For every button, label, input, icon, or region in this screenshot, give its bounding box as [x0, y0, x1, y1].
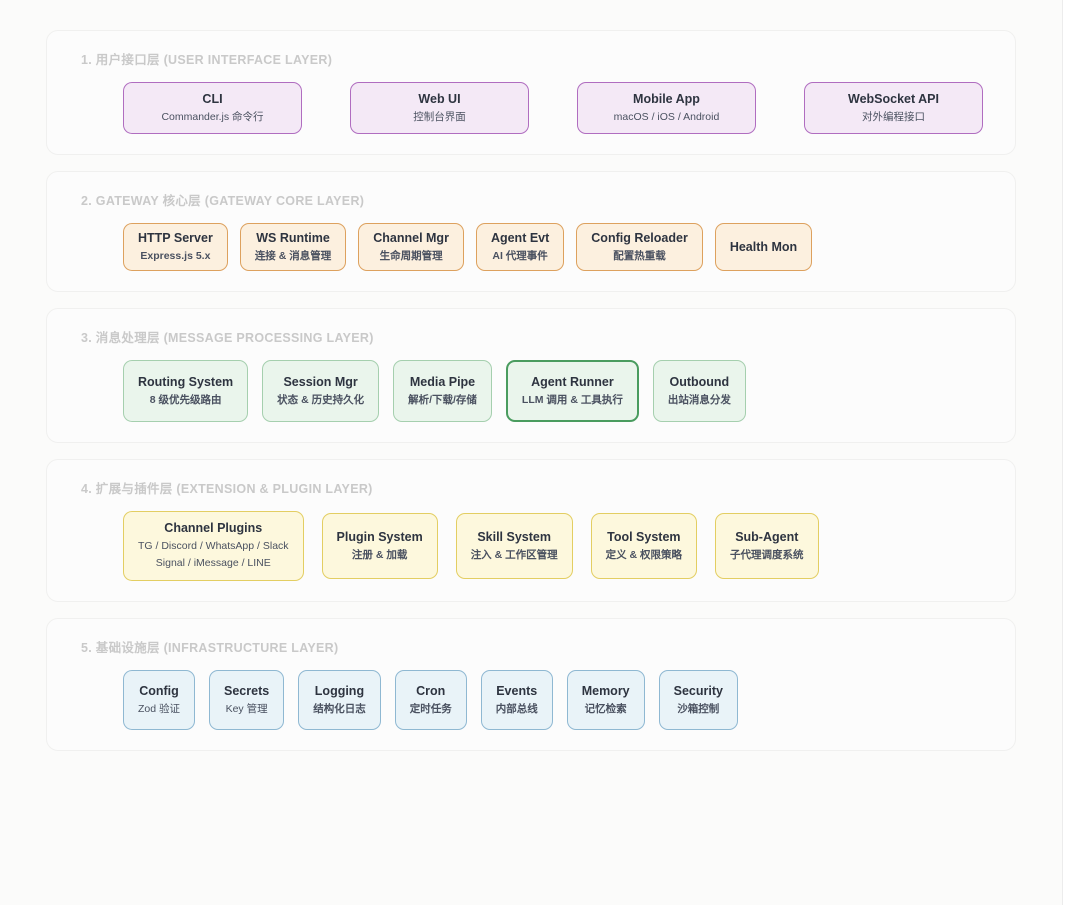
component-card-title: Cron: [416, 683, 446, 698]
component-card[interactable]: Sub-Agent 子代理调度系统: [715, 513, 819, 579]
component-card-subtitle: 状态 & 历史持久化: [277, 393, 365, 406]
component-card-title: WebSocket API: [848, 91, 939, 106]
component-card[interactable]: Session Mgr 状态 & 历史持久化: [262, 360, 380, 422]
component-card-subtitle: 出站消息分发: [667, 393, 731, 406]
component-card-subtitle: 注入 & 工作区管理: [470, 548, 558, 561]
component-card-subtitle: 对外编程接口: [862, 110, 925, 123]
component-card[interactable]: CLI Commander.js 命令行: [123, 82, 302, 134]
component-card-title: Media Pipe: [409, 374, 476, 389]
component-card-title: Health Mon: [729, 239, 798, 254]
component-card-title: Mobile App: [633, 91, 700, 106]
layer-title: 2. GATEWAY 核心层 (GATEWAY CORE LAYER): [81, 194, 365, 208]
component-card-subtitle-line2: Signal / iMessage / LINE: [155, 557, 271, 570]
component-card[interactable]: Config Reloader 配置热重载: [576, 223, 703, 271]
component-card-title: WS Runtime: [256, 230, 330, 245]
component-card[interactable]: Skill System 注入 & 工作区管理: [455, 513, 573, 579]
layer-card-row: CLI Commander.js 命令行 Web UI 控制台界面 Mobile App…: [67, 82, 995, 134]
layer-message-processing-layer: 3. 消息处理层 (MESSAGE PROCESSING LAYER) Routi…: [46, 308, 1016, 443]
component-card-title: CLI: [202, 91, 223, 106]
layer-card-row: Channel Plugins TG / Discord / WhatsApp /…: [67, 511, 995, 581]
component-card-subtitle: 子代理调度系统: [730, 548, 804, 561]
component-card[interactable]: WS Runtime 连接 & 消息管理: [239, 223, 347, 271]
component-card[interactable]: Channel Mgr 生命周期管理: [358, 223, 464, 271]
component-card-title: Channel Plugins: [164, 520, 263, 535]
component-card[interactable]: Routing System 8 级优先级路由: [123, 360, 249, 422]
component-card-title: Secrets: [224, 683, 270, 698]
component-card[interactable]: Health Mon: [714, 223, 813, 271]
component-card-subtitle: LLM 调用 & 工具执行: [521, 393, 623, 406]
component-card-title: Skill System: [477, 529, 551, 544]
component-card-subtitle: 注册 & 加载: [351, 548, 408, 561]
layer-title: 5. 基础设施层 (INFRASTRUCTURE LAYER): [81, 641, 339, 655]
component-card-title: Memory: [581, 683, 630, 698]
component-card[interactable]: Agent Evt AI 代理事件: [475, 223, 565, 271]
component-card-subtitle: 控制台界面: [413, 110, 466, 123]
component-card-title: Security: [673, 683, 723, 698]
component-card-subtitle: 配置热重载: [613, 249, 666, 262]
component-card-subtitle: 结构化日志: [313, 702, 366, 715]
component-card-subtitle: macOS / iOS / Android: [613, 110, 720, 123]
component-card-subtitle: 定义 & 权限策略: [605, 548, 683, 561]
component-card-title: Logging: [314, 683, 365, 698]
layer-title: 1. 用户接口层 (USER INTERFACE LAYER): [81, 53, 333, 67]
component-card-title: Agent Evt: [490, 230, 550, 245]
component-card-subtitle: Express.js 5.x: [140, 249, 211, 262]
layer-extension-plugin-layer: 4. 扩展与插件层 (EXTENSION & PLUGIN LAYER) Chan…: [46, 459, 1016, 602]
layer-user-interface-layer: 1. 用户接口层 (USER INTERFACE LAYER) CLI Comman…: [46, 30, 1016, 155]
component-card[interactable]: Media Pipe 解析/下载/存储: [393, 360, 492, 422]
component-card-title: Web UI: [418, 91, 461, 106]
component-card-title: Plugin System: [336, 529, 423, 544]
layer-card-row: Routing System 8 级优先级路由 Session Mgr 状态 & 历史…: [67, 360, 995, 422]
component-card-subtitle: 沙箱控制: [677, 702, 720, 715]
component-card-title: Agent Runner: [531, 374, 614, 389]
layer-stack: 1. 用户接口层 (USER INTERFACE LAYER) CLI Comman…: [46, 30, 1016, 751]
component-card-title: Tool System: [607, 529, 681, 544]
component-card[interactable]: Cron 定时任务: [394, 670, 467, 730]
component-card-subtitle: Zod 验证: [138, 702, 181, 715]
component-card-subtitle: Key 管理: [225, 702, 268, 715]
component-card-title: Channel Mgr: [373, 230, 449, 245]
component-card-title: HTTP Server: [138, 230, 213, 245]
component-card[interactable]: Logging 结构化日志: [298, 670, 381, 730]
layer-title: 4. 扩展与插件层 (EXTENSION & PLUGIN LAYER): [81, 482, 373, 496]
component-card[interactable]: Security 沙箱控制: [658, 670, 738, 730]
component-card[interactable]: Tool System 定义 & 权限策略: [590, 513, 698, 579]
layer-title: 3. 消息处理层 (MESSAGE PROCESSING LAYER): [81, 331, 374, 345]
component-card-subtitle: 8 级优先级路由: [149, 393, 222, 406]
component-card-title: Routing System: [138, 374, 234, 389]
component-card-subtitle: AI 代理事件: [492, 249, 548, 262]
component-card-subtitle: 生命周期管理: [379, 249, 443, 262]
component-card[interactable]: Mobile App macOS / iOS / Android: [577, 82, 756, 134]
component-card-title: Session Mgr: [283, 374, 358, 389]
component-card-title: Events: [496, 683, 538, 698]
component-card-subtitle: 定时任务: [409, 702, 452, 715]
component-card[interactable]: Events 内部总线: [480, 670, 553, 730]
component-card-title: Config Reloader: [591, 230, 688, 245]
component-card-subtitle: 解析/下载/存储: [408, 393, 477, 406]
component-card-subtitle: 连接 & 消息管理: [254, 249, 332, 262]
component-card[interactable]: Plugin System 注册 & 加载: [321, 513, 438, 579]
layer-gateway-core-layer: 2. GATEWAY 核心层 (GATEWAY CORE LAYER) HTTP …: [46, 171, 1016, 292]
component-card-subtitle: Commander.js 命令行: [161, 110, 264, 123]
component-card-subtitle: TG / Discord / WhatsApp / Slack: [138, 539, 289, 552]
component-card-title: Outbound: [669, 374, 730, 389]
component-card[interactable]: WebSocket API 对外编程接口: [804, 82, 983, 134]
component-card-title: Config: [139, 683, 179, 698]
component-card[interactable]: Outbound 出站消息分发: [652, 360, 746, 422]
component-card[interactable]: Memory 记忆检索: [566, 670, 645, 730]
component-card[interactable]: Channel Plugins TG / Discord / WhatsApp /…: [123, 511, 304, 581]
component-card-subtitle: 记忆检索: [584, 702, 627, 715]
component-card-subtitle: 内部总线: [495, 702, 538, 715]
component-card-title: Sub-Agent: [735, 529, 799, 544]
component-card[interactable]: Web UI 控制台界面: [350, 82, 529, 134]
